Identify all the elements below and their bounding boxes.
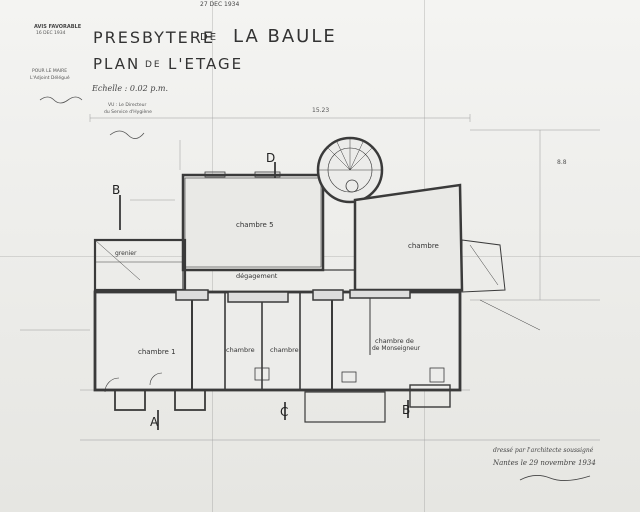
title-plan: PLAN [93, 55, 141, 73]
avis-label: AVIS FAVORABLE [34, 24, 82, 30]
dimension-right: 8.8 [557, 159, 567, 166]
room-chambre-right: chambre [408, 242, 439, 250]
section-mark-c-bottom: C [280, 405, 289, 419]
title-de-2: DE [145, 60, 162, 70]
room-chambre-5: chambre 5 [236, 221, 274, 229]
section-mark-b-bottom: B [402, 403, 411, 417]
section-mark-b-top: B [112, 183, 121, 197]
room-chambre-2: chambre [226, 346, 255, 354]
stamp-vise-line2: du Service d'Hygiène [104, 110, 152, 115]
room-grenier: grenier [115, 250, 137, 257]
stamp-left-line1: POUR LE MAIRE [32, 69, 68, 74]
section-mark-d-top: D [266, 151, 276, 165]
footer-line1: dressé par l'architecte soussigné [493, 447, 594, 454]
title-presbytere: PRESBYTERE [93, 28, 216, 47]
room-chambre-monseigneur: chambre de [375, 337, 414, 345]
title-de-1: DE [200, 32, 219, 43]
avis-date: 16 DEC 1934 [36, 31, 66, 36]
date-stamp: 27 DEC 1934 [200, 1, 240, 8]
scale-label: Echelle : 0.02 p.m. [92, 84, 168, 93]
room-chambre-monseigneur-2: de Monseigneur [372, 345, 421, 352]
section-mark-a-bottom: A [150, 415, 159, 429]
footer-line2: Nantes le 29 novembre 1934 [493, 459, 596, 467]
room-chambre-3: chambre [270, 346, 299, 354]
title-etage: L'ETAGE [168, 55, 244, 73]
title-la-baule: LA BAULE [233, 26, 337, 47]
stamp-vise-line1: VU : Le Directeur [108, 103, 147, 108]
room-degagement: dégagement [236, 272, 278, 280]
dimension-overall: 15.23 [312, 107, 330, 114]
stamp-left-line2: L'Adjoint Délégué [30, 76, 70, 81]
room-chambre-1: chambre 1 [138, 348, 176, 356]
